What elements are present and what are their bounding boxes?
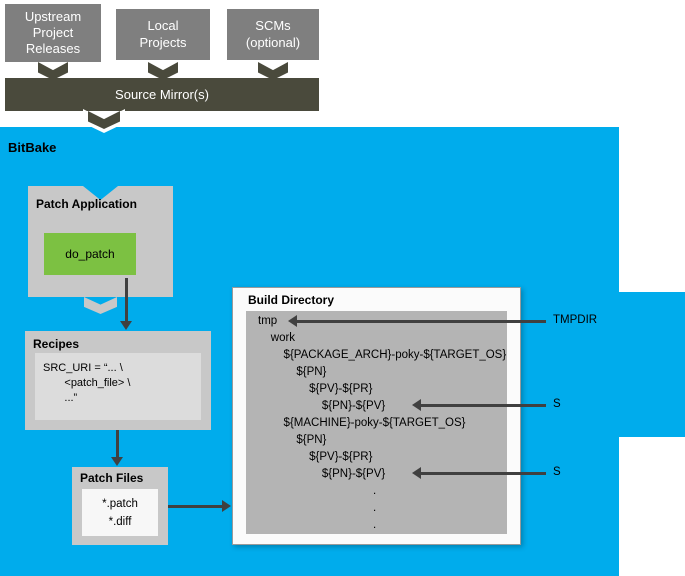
tree-line: ${PACKAGE_ARCH}-poky-${TARGET_OS}: [258, 349, 507, 361]
tree-line: ${PV}-${PR}: [258, 383, 373, 395]
arrow-line: [116, 430, 119, 458]
tree-line: work: [258, 332, 296, 344]
arrow-left-icon: [412, 399, 421, 411]
arrow-down-icon: [120, 321, 132, 330]
source-mirror-label: Source Mirror(s): [115, 87, 209, 102]
bitbake-title: BitBake: [8, 140, 57, 155]
directory-tree: tmp work ${PACKAGE_ARCH}-poky-${TARGET_O…: [246, 311, 507, 534]
arrow-right-icon: [222, 500, 231, 512]
tree-line: .: [258, 519, 377, 531]
patch-file-item: *.patch: [102, 497, 138, 510]
build-directory-title: Build Directory: [248, 293, 335, 307]
local-projects-label: Local Projects: [139, 18, 187, 50]
recipes-title: Recipes: [33, 337, 80, 351]
chevron-down-icon: [88, 111, 120, 129]
scms-label: SCMs (optional): [245, 18, 301, 50]
s-label-1: S: [553, 398, 561, 410]
arrow-left-icon: [412, 467, 421, 479]
tree-line: tmp: [258, 315, 278, 327]
arrow-line: [421, 404, 546, 407]
src-uri-code: SRC_URI = “... \ <patch_file> \ ...”: [35, 353, 201, 420]
source-mirror-bar: Source Mirror(s): [5, 78, 319, 111]
arrow-line: [168, 505, 223, 508]
tree-line: ${PN}: [258, 434, 327, 446]
patch-files-title: Patch Files: [80, 471, 144, 485]
tree-line: ${PV}-${PR}: [258, 451, 373, 463]
chevron-down-icon: [258, 62, 288, 80]
bitbake-region-tab: [619, 292, 685, 437]
code-line: SRC_URI = “... \: [43, 362, 123, 374]
arrow-line: [125, 278, 128, 322]
tree-line: .: [258, 485, 377, 497]
arrow-down-icon: [111, 457, 123, 466]
patch-file-item: *.diff: [108, 515, 132, 528]
tmpdir-label: TMPDIR: [553, 314, 598, 326]
code-line: ...”: [43, 392, 78, 404]
scms-box: SCMs (optional): [227, 9, 319, 60]
code-line: <patch_file> \: [43, 377, 131, 389]
local-projects-box: Local Projects: [116, 9, 210, 60]
upstream-releases-box: Upstream Project Releases: [5, 4, 101, 62]
tree-line: ${MACHINE}-poky-${TARGET_OS}: [258, 417, 466, 429]
chevron-down-icon: [148, 62, 178, 80]
chevron-down-icon: [38, 62, 68, 80]
do-patch-task: do_patch: [44, 233, 136, 275]
tree-line: ${PN}: [258, 366, 327, 378]
arrow-left-icon: [288, 315, 297, 327]
tree-line: ${PN}-${PV}: [258, 400, 386, 412]
chevron-down-icon: [84, 297, 117, 314]
arrow-line: [421, 472, 546, 475]
upstream-releases-label: Upstream Project Releases: [24, 8, 82, 57]
s-label-2: S: [553, 466, 561, 478]
tree-line: ${PN}-${PV}: [258, 468, 386, 480]
patch-file-list: *.patch *.diff: [82, 489, 158, 536]
patch-application-title: Patch Application: [36, 197, 137, 211]
tree-line: .: [258, 502, 377, 514]
arrow-line: [297, 320, 546, 323]
